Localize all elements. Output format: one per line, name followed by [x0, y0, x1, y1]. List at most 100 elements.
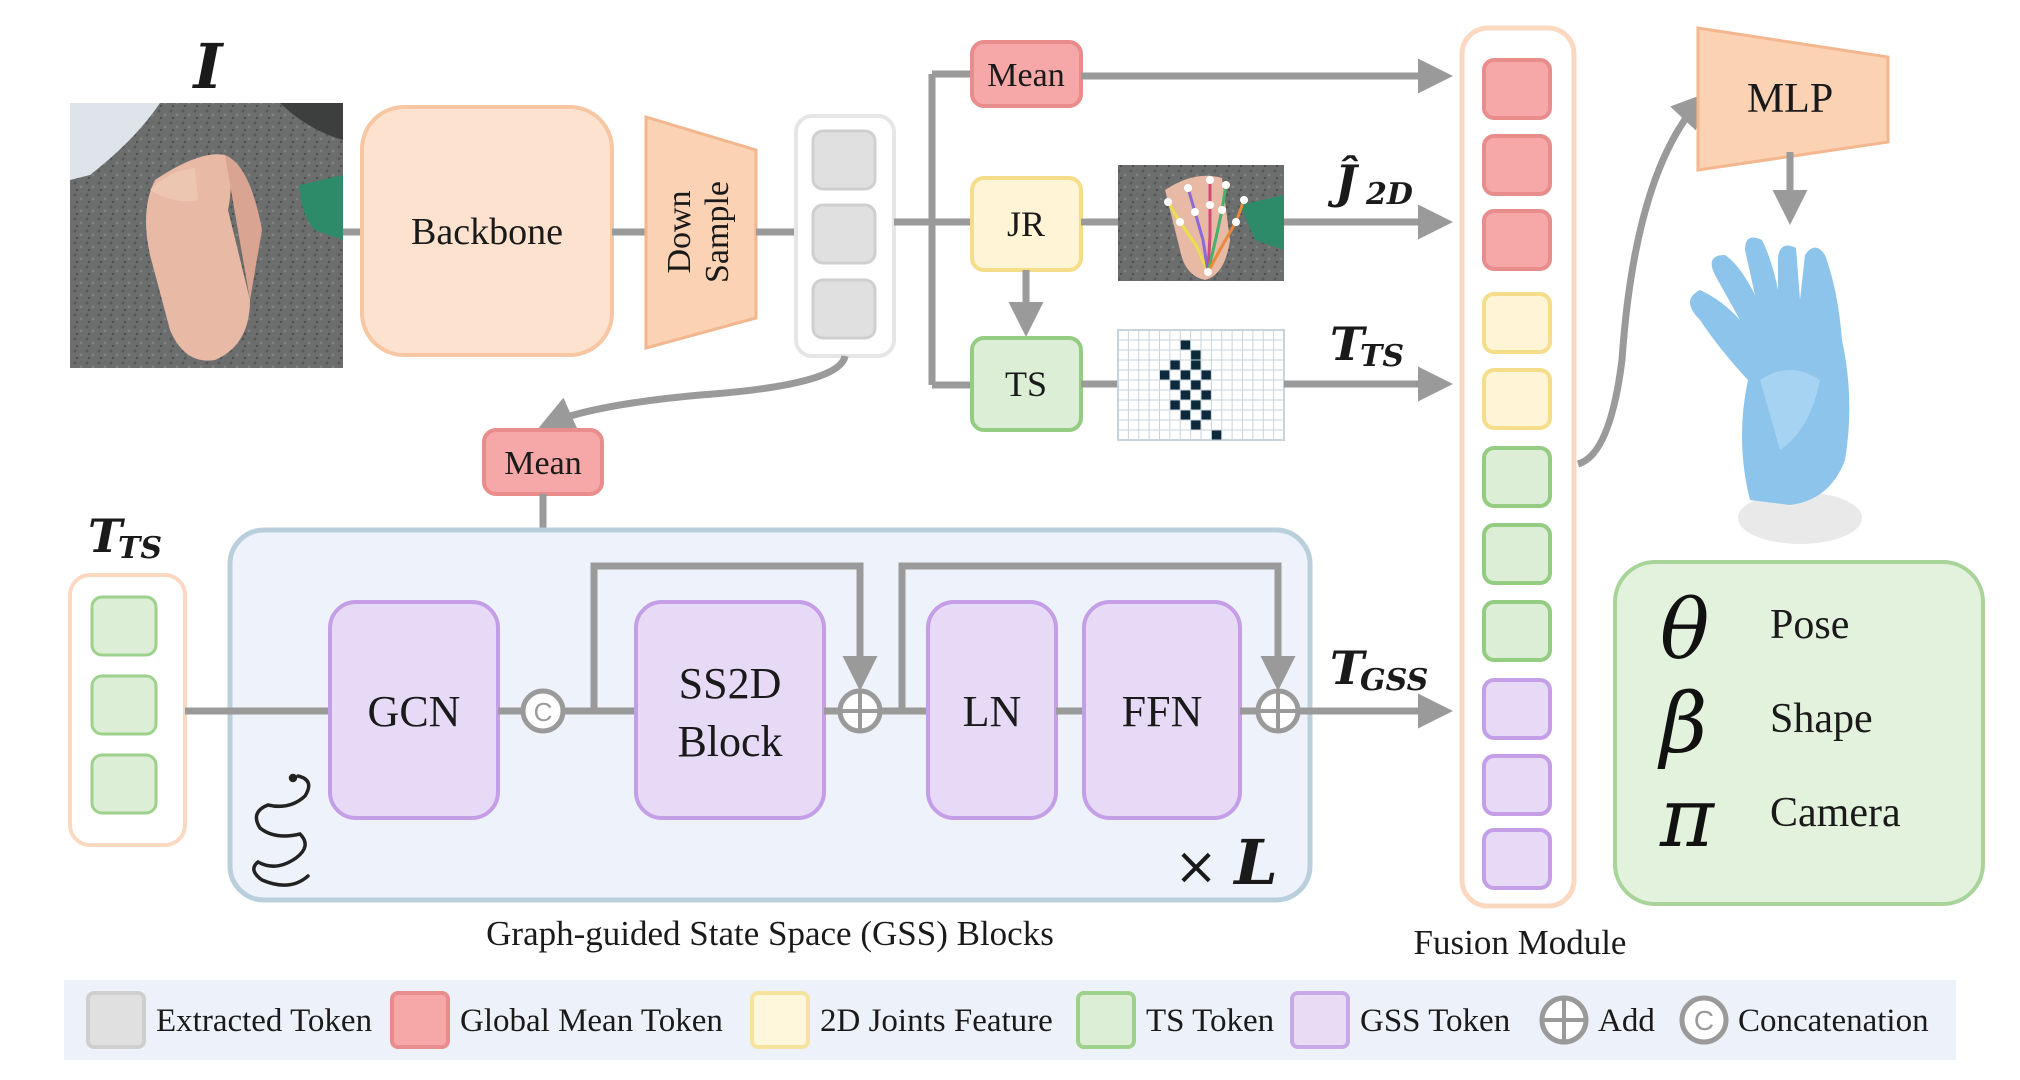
fusion-token-mean: [1482, 58, 1552, 120]
repeat-count-symbol: L: [1232, 826, 1278, 899]
output-params-panel: [1613, 560, 1985, 906]
legend-swatch: [86, 991, 146, 1049]
output-label: Shape: [1770, 696, 1873, 742]
ts-grid-cell: [1201, 370, 1211, 380]
ts-label: TS: [1005, 364, 1047, 404]
output-symbol: θ: [1660, 583, 1709, 678]
jr-label: JR: [1007, 204, 1045, 244]
legend-label: Concatenation: [1738, 1003, 1929, 1039]
add-icon: [1255, 688, 1301, 734]
mlp-block: [1696, 26, 1890, 172]
arrow-fusion-to-mlp: [1576, 92, 1707, 468]
add-icon: [837, 688, 883, 734]
legend-swatch: [1290, 991, 1350, 1049]
arrow-tokens-to-gss-mean: [538, 354, 849, 430]
downsample-label-line1: Down: [661, 190, 698, 273]
snake-icon: [252, 773, 311, 887]
ts-grid-cell: [1170, 400, 1180, 410]
ts-input-token: [90, 595, 158, 657]
skip-connection-1: [590, 562, 878, 711]
legend-swatch: [750, 991, 810, 1049]
legend-bar: [64, 980, 1956, 1060]
legend-label: 2D Joints Feature: [820, 1003, 1053, 1039]
fusion-token-ts: [1482, 523, 1552, 585]
input-image-symbol: I: [191, 30, 224, 103]
mlp-label: MLP: [1747, 76, 1833, 122]
concat-icon: C: [520, 688, 566, 734]
legend-concat-icon: C: [1679, 995, 1729, 1045]
hand-mesh-image: [1690, 237, 1862, 544]
j2d-subscript: 2D: [1365, 177, 1413, 212]
ts-grid-cell: [1211, 430, 1222, 440]
joints-visualization-image: [1118, 165, 1284, 281]
tts-subscript-input: TS: [118, 531, 162, 566]
ts-grid-cell: [1180, 410, 1191, 420]
legend-label: Extracted Token: [156, 1003, 372, 1039]
ts-grid-cell: [1201, 410, 1211, 420]
ts-grid-cell: [1160, 370, 1170, 380]
legend-label: Add: [1598, 1003, 1655, 1039]
output-symbol: β: [1657, 677, 1707, 772]
output-symbol: π: [1659, 771, 1716, 866]
tts-symbol-top: T: [1330, 317, 1368, 371]
ts-grid-cell: [1191, 420, 1201, 430]
fusion-token-gss: [1482, 754, 1552, 816]
ts-grid-cell: [1180, 340, 1191, 350]
fusion-token-mean: [1482, 134, 1552, 196]
legend-label: Global Mean Token: [460, 1003, 723, 1039]
svg-text:C: C: [534, 697, 553, 727]
mean-label-gss: Mean: [504, 445, 581, 482]
gcn-label: GCN: [368, 687, 461, 736]
skip-connection-2: [898, 562, 1296, 711]
ts-grid-cell: [1170, 380, 1180, 390]
fusion-token-joints: [1482, 368, 1552, 430]
tts-subscript-top: TS: [1360, 339, 1404, 374]
j2d-symbol: Ĵ: [1327, 155, 1360, 209]
extracted-token: [811, 203, 877, 265]
ts-grid-cell: [1180, 390, 1191, 400]
fusion-caption: Fusion Module: [1414, 923, 1627, 962]
ts-input-token: [90, 753, 158, 815]
ts-input-token: [90, 674, 158, 736]
ts-grid-cell: [1191, 380, 1201, 390]
ffn-label: FFN: [1122, 687, 1203, 736]
downsample-block: [644, 114, 758, 350]
legend-swatch: [1076, 991, 1136, 1049]
gss-caption: Graph-guided State Space (GSS) Blocks: [486, 914, 1054, 953]
tts-symbol-input: T: [88, 509, 126, 563]
legend-label: GSS Token: [1360, 1003, 1510, 1039]
repeat-times-symbol: ×: [1174, 837, 1218, 897]
ln-label: LN: [963, 687, 1022, 736]
fusion-token-ts: [1482, 600, 1552, 662]
legend-label: TS Token: [1146, 1003, 1274, 1039]
fusion-token-gss: [1482, 678, 1552, 740]
ts-grid-cell: [1191, 400, 1201, 410]
ts-grid-cell: [1191, 350, 1201, 360]
output-label: Pose: [1770, 602, 1849, 648]
fusion-token-mean: [1482, 209, 1552, 271]
tgss-symbol: T: [1330, 641, 1368, 695]
ss2d-label-line1: SS2D: [679, 659, 782, 708]
fusion-token-ts: [1482, 446, 1552, 508]
ts-grid-cell: [1191, 360, 1201, 370]
fusion-token-joints: [1482, 292, 1552, 354]
fusion-token-gss: [1482, 828, 1552, 890]
mean-label-top: Mean: [987, 57, 1064, 94]
ss2d-label-line2: Block: [677, 717, 782, 766]
backbone-label: Backbone: [411, 211, 563, 253]
ts-grid-cell: [1170, 360, 1180, 370]
downsample-label-line2: Sample: [699, 181, 736, 283]
ts-grid-cell: [1201, 390, 1211, 400]
extracted-token: [811, 129, 877, 191]
extracted-token: [811, 278, 877, 340]
legend-swatch: [390, 991, 450, 1049]
ts-grid-cell: [1180, 370, 1191, 380]
legend-add-icon: [1539, 995, 1589, 1045]
ts-grid-image: [1117, 329, 1285, 441]
input-hand-image: [70, 103, 343, 368]
ss2d-block: [634, 600, 826, 820]
output-label: Camera: [1770, 790, 1901, 836]
tgss-subscript: GSS: [1360, 663, 1428, 698]
svg-text:C: C: [1694, 1005, 1714, 1036]
